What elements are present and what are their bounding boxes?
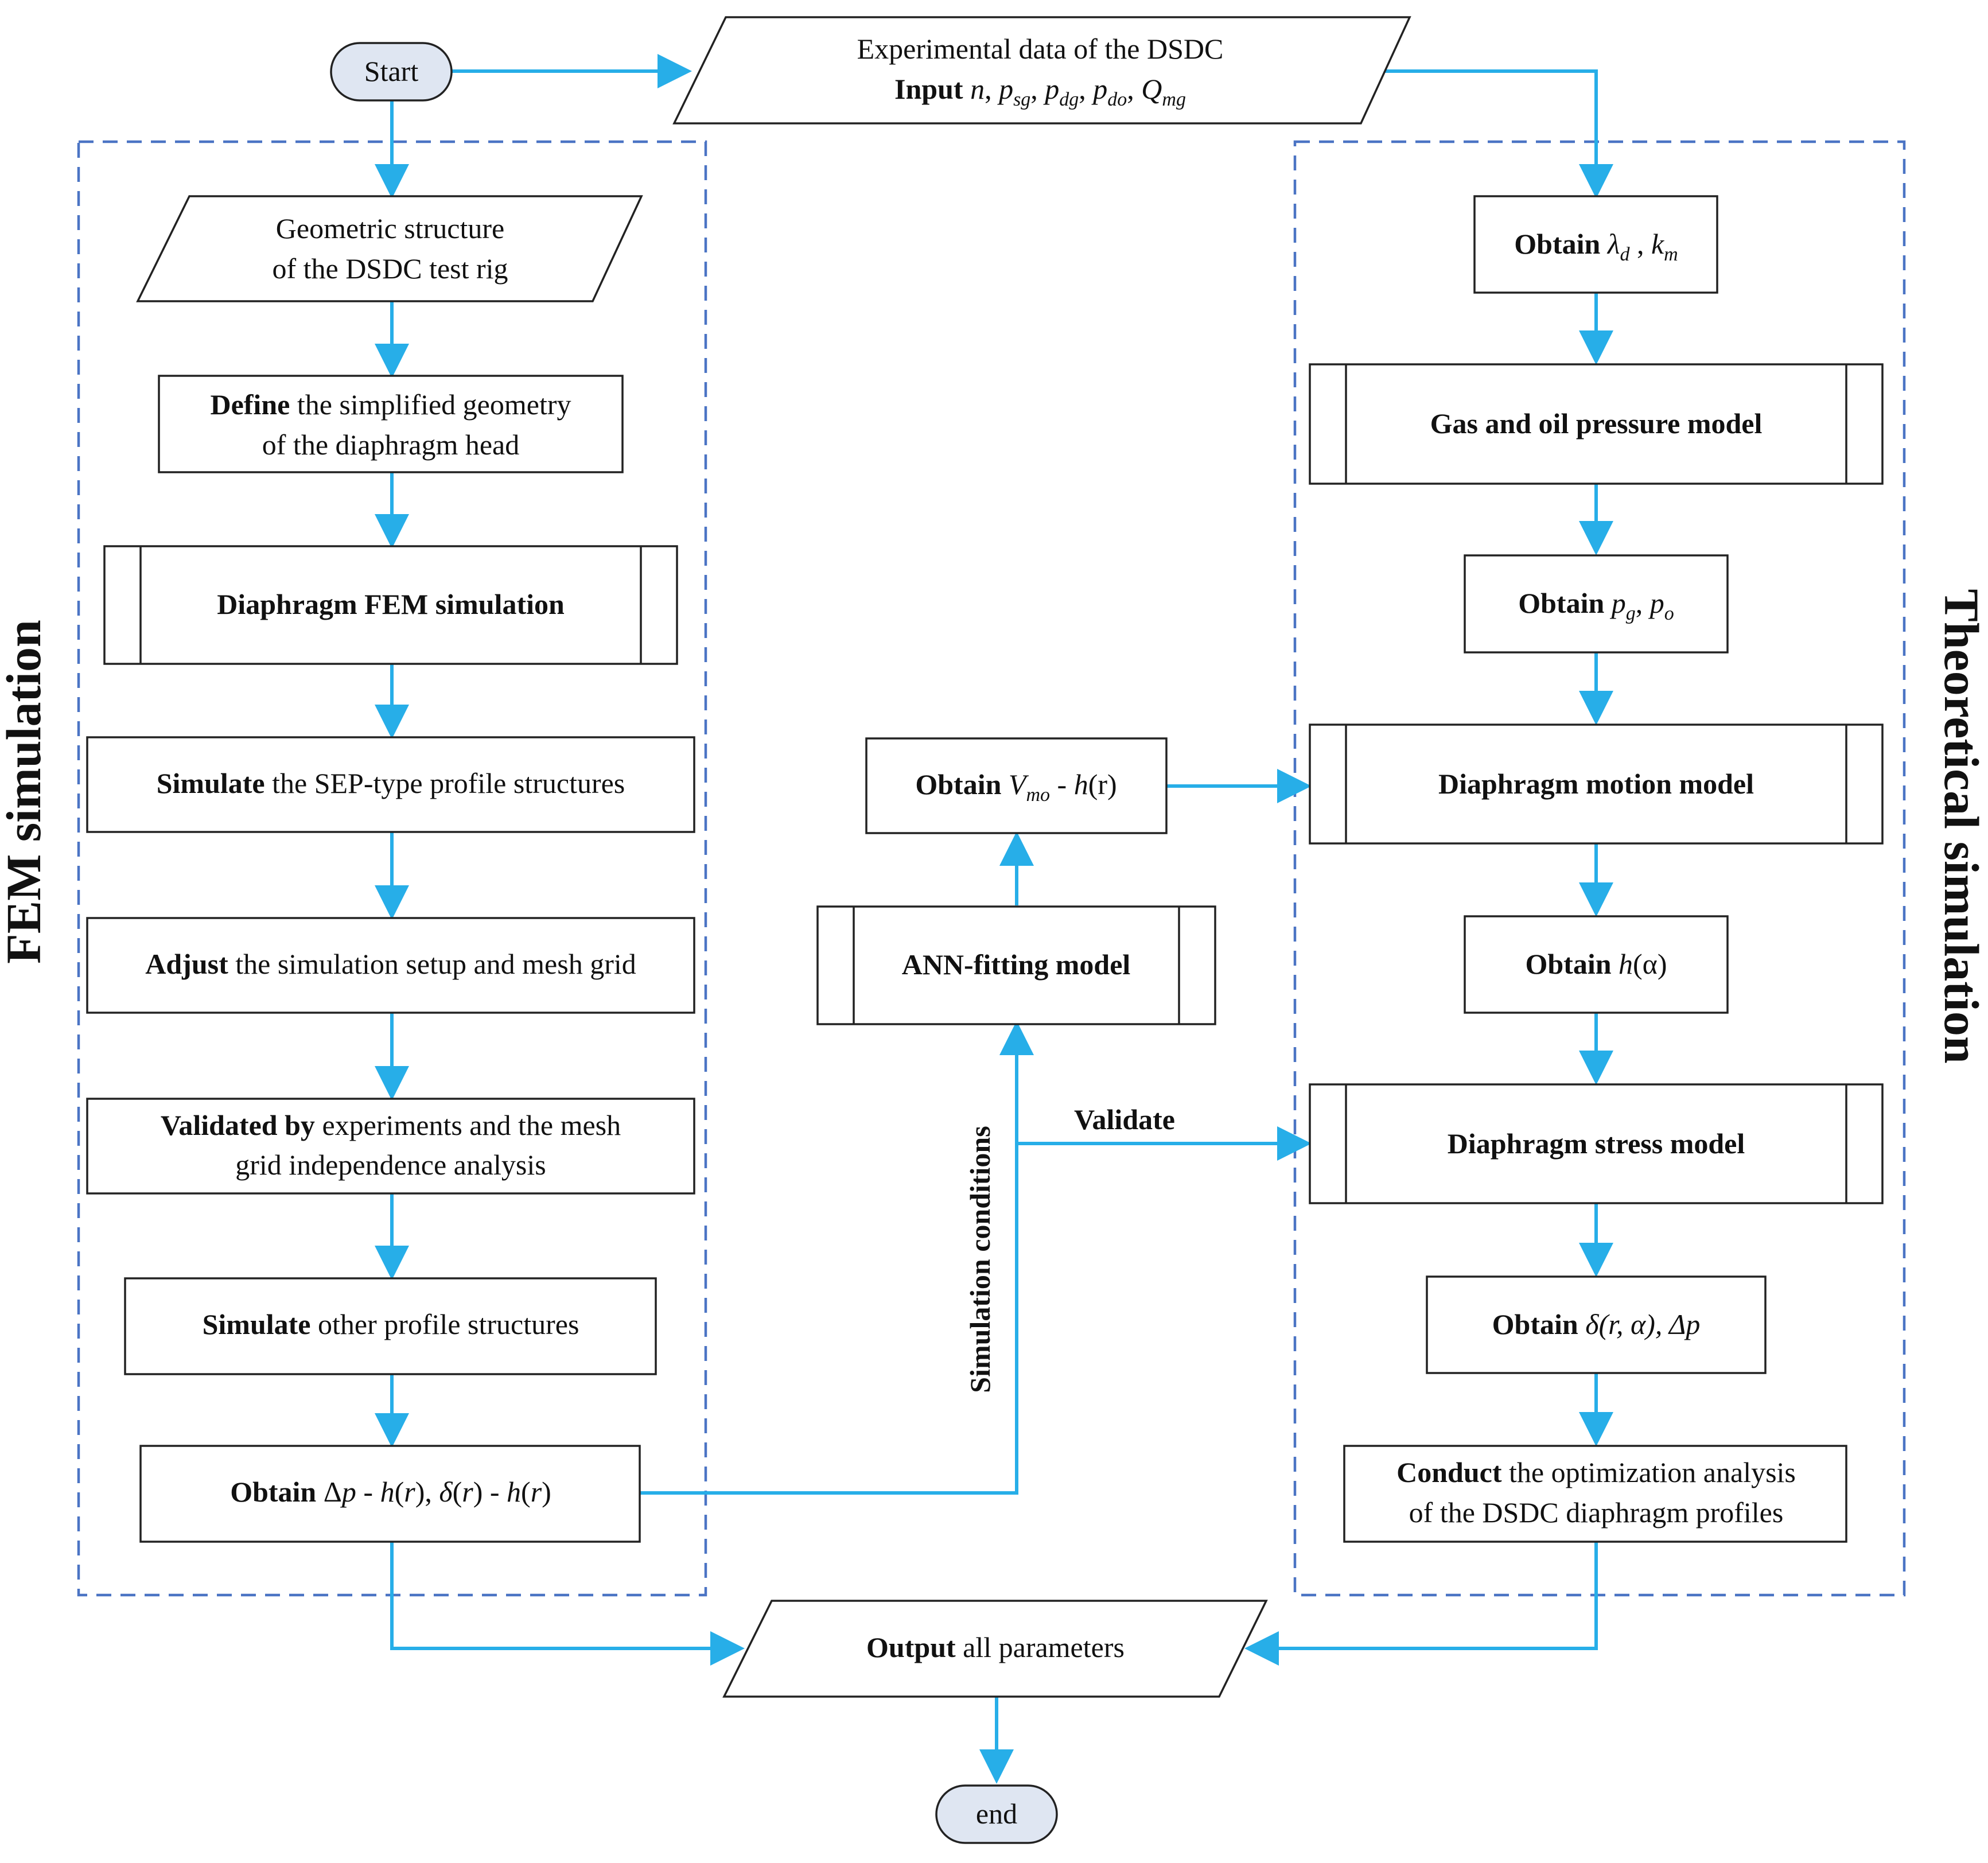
svg-text:of the diaphragm head: of the diaphragm head — [262, 429, 519, 461]
arrow-fem-to-output — [390, 1542, 745, 1666]
svg-text:Obtain δ(r, α), Δp: Obtain δ(r, α), Δp — [1492, 1308, 1701, 1340]
svg-text:Diaphragm motion model: Diaphragm motion model — [1438, 768, 1754, 800]
diaphragm-stress-node: Diaphragm stress model — [1309, 1083, 1884, 1204]
simulation-conditions-label: Simulation conditions — [964, 1126, 996, 1393]
arrow-theory-to-output — [1244, 1542, 1598, 1666]
validate-label: Validate — [1074, 1103, 1175, 1135]
gas-oil-pressure-node: Gas and oil pressure model — [1309, 363, 1884, 485]
adjust-setup-node: Adjust the simulation setup and mesh gri… — [86, 917, 695, 1014]
validated-node: Validated by experiments and the mesh gr… — [86, 1098, 695, 1195]
input-data-node: Experimental data of the DSDC Input n, p… — [672, 16, 1411, 125]
start-label: Start — [364, 55, 419, 87]
input-title: Experimental data of the DSDC — [857, 33, 1224, 65]
svg-text:Diaphragm FEM simulation: Diaphragm FEM simulation — [217, 588, 565, 620]
fem-simulation-node: Diaphragm FEM simulation — [103, 545, 678, 665]
svg-text:grid independence analysis: grid independence analysis — [235, 1149, 546, 1181]
conduct-optimization-node: Conduct the optimization analysis of the… — [1343, 1445, 1847, 1543]
svg-text:Validated by experiments and t: Validated by experiments and the mesh — [161, 1109, 621, 1141]
obtain-delta-node: Obtain δ(r, α), Δp — [1426, 1275, 1767, 1374]
end-terminal: end — [935, 1784, 1058, 1844]
svg-text:Obtain Vmo - h(r): Obtain Vmo - h(r) — [915, 768, 1116, 806]
arrow-obtain-to-ann — [640, 1021, 1034, 1495]
svg-text:of the DSDC diaphragm profiles: of the DSDC diaphragm profiles — [1409, 1496, 1784, 1528]
svg-text:Obtain Δp - h(r), δ(r) - h(r: Obtain Δp - h(r), δ(r) - h(r) — [230, 1476, 551, 1508]
obtain-h-node: Obtain h(α) — [1464, 915, 1729, 1014]
svg-text:Define the simplified geometry: Define the simplified geometry — [210, 388, 571, 421]
svg-text:Simulate the SEP-type profile: Simulate the SEP-type profile structures — [157, 767, 625, 799]
svg-text:Obtain pg, po: Obtain pg, po — [1518, 587, 1674, 624]
svg-text:Obtain h(α): Obtain h(α) — [1525, 948, 1667, 980]
geometry-line1: Geometric structure — [276, 212, 504, 244]
svg-text:Conduct the optimization analy: Conduct the optimization analysis — [1396, 1456, 1796, 1488]
svg-text:ANN-fitting model: ANN-fitting model — [902, 948, 1131, 981]
svg-text:Simulate other profile structu: Simulate other profile structures — [203, 1308, 579, 1340]
start-terminal: Start — [330, 42, 453, 102]
svg-text:Obtain λd , km: Obtain λd , km — [1514, 228, 1678, 265]
input-variables: Input n, psg, pdg, pdo, Qmg — [894, 73, 1186, 110]
arrow-input-to-obtain-lambda — [1377, 69, 1613, 199]
diaphragm-motion-node: Diaphragm motion model — [1309, 724, 1884, 845]
simulate-sep-node: Simulate the SEP-type profile structures — [86, 736, 695, 833]
svg-text:Diaphragm stress model: Diaphragm stress model — [1448, 1127, 1745, 1160]
theoretical-simulation-group — [1293, 140, 1906, 1597]
theoretical-simulation-title: Theoretical simulation — [1934, 589, 1988, 1063]
fem-simulation-title: FEM simulation — [0, 620, 51, 964]
output-node: Output all parameters — [722, 1600, 1268, 1698]
svg-text:Output all parameters: Output all parameters — [866, 1631, 1125, 1663]
obtain-p-node: Obtain pg, po — [1464, 554, 1729, 654]
end-label: end — [976, 1798, 1017, 1830]
geometry-node: Geometric structure of the DSDC test rig — [136, 195, 643, 302]
svg-text:Adjust the simulation setup an: Adjust the simulation setup and mesh gri… — [145, 948, 636, 980]
obtain-dp-node: Obtain Δp - h(r), δ(r) - h(r) — [139, 1445, 641, 1543]
geometry-line2: of the DSDC test rig — [272, 252, 508, 285]
simulate-other-node: Simulate other profile structures — [124, 1277, 657, 1375]
define-geometry-node: Define the simplified geometry of the di… — [158, 375, 624, 473]
ann-fitting-node: ANN-fitting model — [816, 905, 1216, 1025]
obtain-v-node: Obtain Vmo - h(r) — [865, 737, 1168, 834]
svg-text:Gas and oil pressure model: Gas and oil pressure model — [1430, 407, 1763, 440]
obtain-lambda-node: Obtain λd , km — [1473, 195, 1718, 294]
